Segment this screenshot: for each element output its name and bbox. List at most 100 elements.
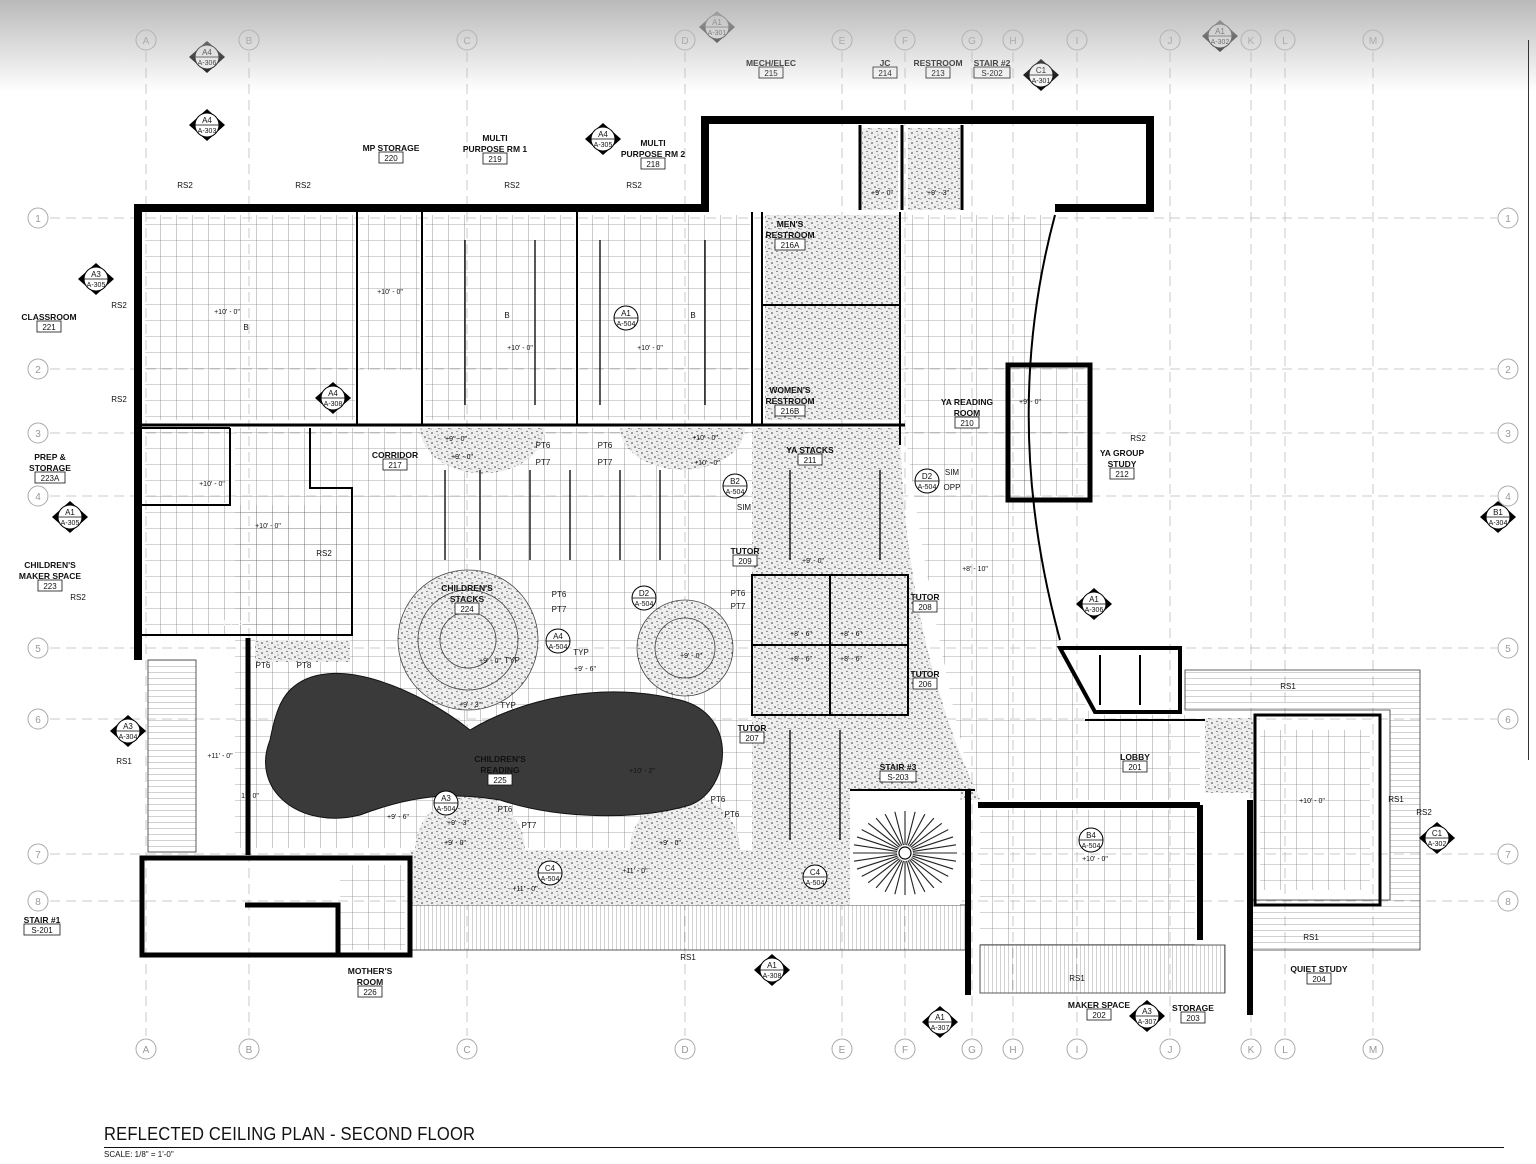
grid-label-2: 2 <box>1505 365 1511 376</box>
section-tag-sheet: A-301 <box>708 30 727 37</box>
annotations: +10' - 0"+10' - 0"+10' - 0"+10' - 0"+10'… <box>70 181 1432 983</box>
ceiling-height: +9' - 0" <box>680 653 702 660</box>
room-number-box <box>774 404 806 417</box>
grid-bubble-2 <box>27 358 49 380</box>
room-number-box <box>954 416 980 429</box>
finish-tag: PT7 <box>731 602 746 611</box>
room-name: CLASSROOM <box>21 312 76 322</box>
grid-bubble-A <box>135 1038 157 1060</box>
detail-tag: A4A-504 <box>545 628 571 654</box>
detail-tag-id: A4 <box>553 632 563 641</box>
grid-label-M: M <box>1369 36 1377 47</box>
detail-tag-sheet: A-504 <box>617 321 636 328</box>
grid-bubble-2 <box>1497 358 1519 380</box>
room-label: STAIR #2S-202 <box>973 58 1011 79</box>
stair-tread-ray <box>853 854 898 862</box>
room-number: 225 <box>493 776 507 785</box>
room-number-box <box>879 770 917 783</box>
section-tag-sheet: A-306 <box>198 60 217 67</box>
section-tag: A1A-302 <box>1202 20 1238 52</box>
room-name: ROOM <box>357 977 383 987</box>
finish-tag: PT6 <box>256 661 271 670</box>
room-number-box <box>487 773 513 786</box>
ceiling-height: +9' - 0" <box>802 558 824 565</box>
room-number: 226 <box>363 988 377 997</box>
ceiling-height: +9' - 0" <box>1019 399 1041 406</box>
section-tag: A4A-308 <box>315 382 351 414</box>
section-tag: A3A-307 <box>1129 1000 1165 1032</box>
grid-label-I: I <box>1076 1045 1079 1056</box>
ceiling-height: +9' - 0" <box>479 658 501 665</box>
finish-tag: PT7 <box>552 605 567 614</box>
section-tag: A1A-308 <box>754 954 790 986</box>
room-number: 213 <box>931 69 945 78</box>
section-tag-sheet: A-307 <box>1138 1019 1157 1026</box>
ceiling-height: +10' - 0" <box>507 345 533 352</box>
detail-tags: A1A-504B2A-504D2A-504D2A-504A4A-504A3A-5… <box>433 305 1104 890</box>
grid-bubble-4 <box>27 485 49 507</box>
detail-tag: A1A-504 <box>613 305 639 331</box>
ceiling-height: +9' - 6" <box>387 814 409 821</box>
plan-note: B <box>504 311 509 320</box>
grid-bubble-4 <box>1497 485 1519 507</box>
detail-tag-sheet: A-504 <box>806 880 825 887</box>
detail-tag-id: B2 <box>730 477 740 486</box>
finish-tag: PT8 <box>297 661 312 670</box>
grid-bubble-I <box>1066 1038 1088 1060</box>
detail-tag-id: B4 <box>1086 831 1096 840</box>
finish-tag: RS2 <box>626 181 642 190</box>
stair-tread-ray <box>861 829 899 850</box>
finish-tag: PT7 <box>536 458 551 467</box>
plan-note: SIM <box>737 503 752 512</box>
room-number: 207 <box>745 734 759 743</box>
detail-tag-id: C4 <box>810 868 821 877</box>
room-number: 220 <box>384 154 398 163</box>
finish-tag: RS2 <box>1416 808 1432 817</box>
finish-tag: PT6 <box>731 589 746 598</box>
room-number-box <box>357 985 383 998</box>
grid-label-A: A <box>143 36 150 47</box>
stair-tread-ray <box>912 844 957 852</box>
exterior-decking <box>147 659 1421 994</box>
grid-bubble-B <box>238 1038 260 1060</box>
section-tag-sheet: A-303 <box>198 128 217 135</box>
ceiling-height: +8' - 6" <box>840 656 862 663</box>
room-name: CHILDREN'S <box>24 560 76 570</box>
finish-tag: PT6 <box>725 810 740 819</box>
grid-bubble-M <box>1362 1038 1384 1060</box>
ceiling-height: +10' - 0" <box>377 289 403 296</box>
ceiling-height: +9' - 0" <box>659 840 681 847</box>
grid-label-2: 2 <box>35 365 41 376</box>
room-number: 216B <box>781 407 800 416</box>
room-name: RESTROOM <box>765 396 814 406</box>
room-number-box <box>23 923 61 936</box>
finish-tag: RS2 <box>504 181 520 190</box>
grid-label-1: 1 <box>1505 214 1511 225</box>
finish-tag: RS2 <box>316 549 332 558</box>
section-tag-sheet: A-304 <box>119 734 138 741</box>
grid-bubble-5 <box>1497 637 1519 659</box>
room-number: 217 <box>388 461 402 470</box>
stair-tread-ray <box>853 844 898 852</box>
detail-tag-id: A3 <box>441 794 451 803</box>
ceiling-height: +10' - 0" <box>1299 798 1325 805</box>
room-number: S-201 <box>31 926 53 935</box>
section-tag: C1A-301 <box>1023 59 1059 91</box>
stair-tread-ray <box>861 856 899 877</box>
stair-tread-ray <box>907 860 926 893</box>
finish-tag: RS1 <box>1280 682 1296 691</box>
ceiling-height: +9' - 0" <box>871 190 893 197</box>
stair-tread-ray <box>906 811 916 846</box>
grid-label-6: 6 <box>35 715 41 726</box>
ceiling-height: +10' - 0" <box>255 523 281 530</box>
room-name: CHILDREN'S <box>474 754 526 764</box>
room-number-box <box>1109 467 1135 480</box>
room-number: 210 <box>960 419 974 428</box>
